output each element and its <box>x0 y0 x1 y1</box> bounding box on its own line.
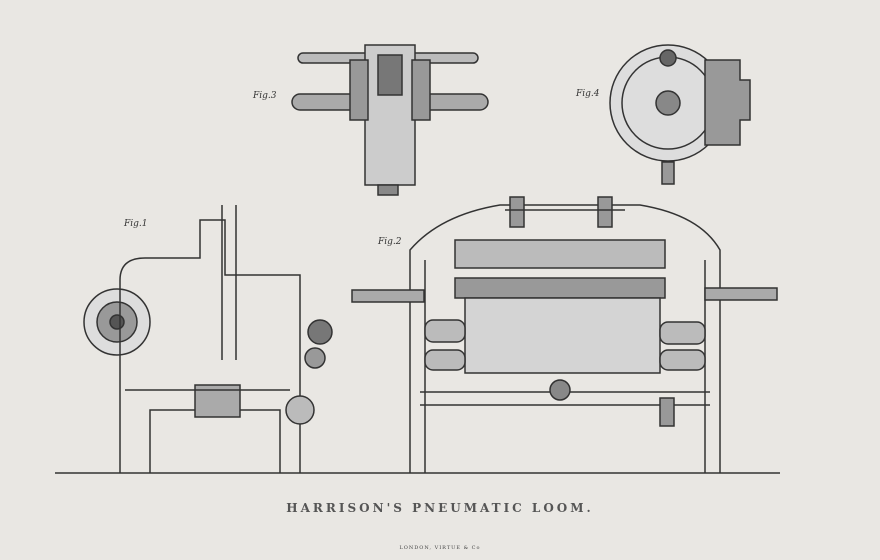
fig4-drawing <box>609 44 751 185</box>
plate-title: HARRISON'S PNEUMATIC LOOM. <box>286 501 594 515</box>
fig1-label: Fig.1 <box>124 219 148 229</box>
publisher-line: LONDON, VIRTUE & Co <box>399 545 481 551</box>
fig3-label: Fig.3 <box>253 91 277 101</box>
fig2-drawing <box>351 196 778 473</box>
fig3-drawing <box>291 44 489 196</box>
fig2-label: Fig.2 <box>378 237 402 247</box>
fig1-drawing <box>83 205 333 473</box>
fig4-label: Fig.4 <box>576 89 600 99</box>
